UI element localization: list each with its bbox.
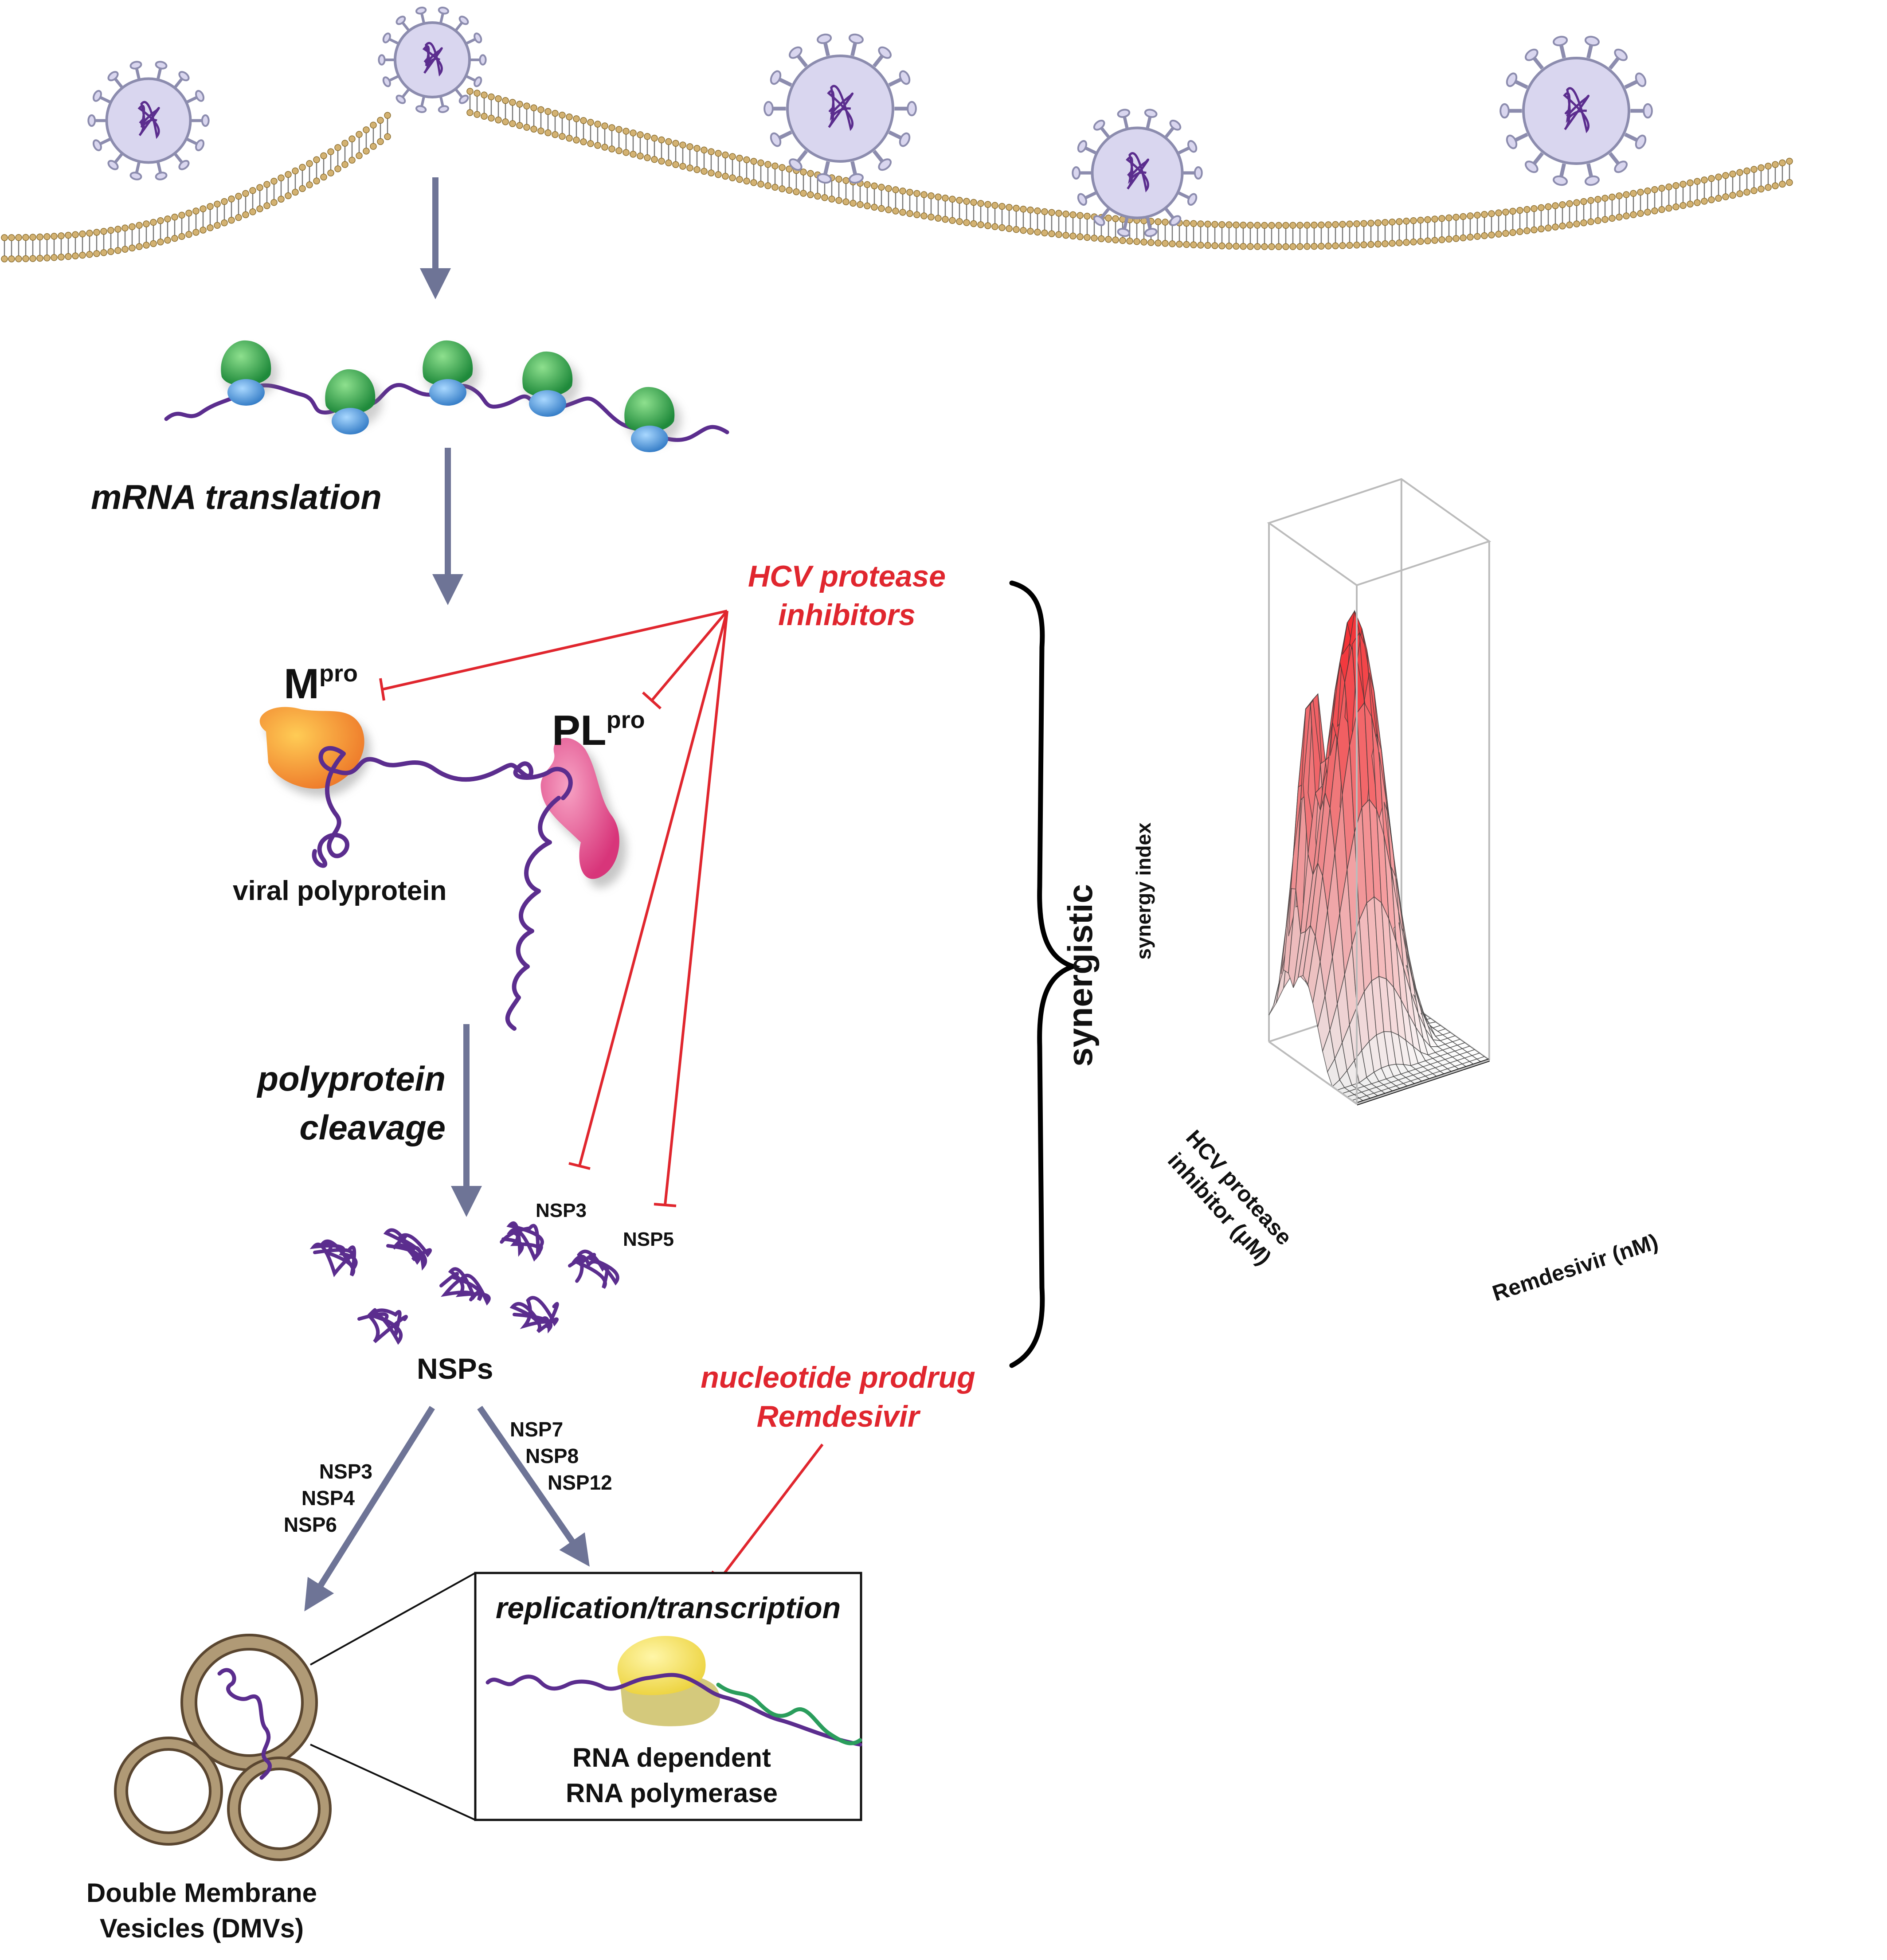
nsps-label: NSPs (417, 1352, 493, 1385)
inhibit-nsp3-line (578, 610, 728, 1166)
box-top (1267, 478, 1492, 587)
nsp-protein (357, 1308, 408, 1345)
chart-box-front (1267, 478, 1492, 1105)
box-edge (1356, 1059, 1490, 1105)
replication-label: replication/transcription (496, 1591, 841, 1625)
nsp-protein (439, 1267, 491, 1306)
nsp-protein (383, 1228, 432, 1271)
inhibit-nsp3-bar (568, 1162, 591, 1170)
left-branch-nsp3: NSP3 (319, 1460, 372, 1483)
cell-membrane (1, 88, 1793, 262)
left-branch-nsp6: NSP6 (284, 1513, 337, 1536)
inhibit-nsp5-bar (654, 1203, 677, 1207)
membrane-segment (466, 88, 1793, 250)
vesicle-icon (227, 1757, 332, 1861)
right-branch-nsp12: NSP12 (548, 1471, 612, 1494)
inhibit-plpro-bar (642, 691, 662, 710)
plpro-label: PLpro (552, 707, 645, 754)
nsp-protein (309, 1239, 358, 1277)
nsp-cluster (309, 1221, 619, 1345)
polyprotein-cleavage-label-1: polyprotein (256, 1059, 446, 1098)
vesicle-icon (180, 1634, 318, 1771)
new-rna-strand (716, 1682, 862, 1745)
zoom-line-top (310, 1572, 476, 1666)
virus-particles (87, 6, 1653, 237)
remdesivir-inhibition (711, 1444, 824, 1586)
synergy-surface-chart: synergy index HCV protease inhibitor (μM… (1132, 478, 1661, 1306)
ribosome-icon (423, 340, 480, 406)
dmv-arrow (304, 1406, 435, 1612)
zoom-line-bottom (310, 1744, 476, 1821)
left-branch-nsp4: NSP4 (301, 1487, 355, 1510)
virus-icon (1072, 109, 1203, 237)
inhibit-mpro-bar (379, 678, 385, 701)
template-rna (485, 1673, 862, 1747)
virus-icon (378, 6, 487, 113)
mpro-protease-icon (259, 707, 371, 797)
dmv-label-2: Vesicles (DMVs) (100, 1913, 304, 1943)
rdrp-label-2: RNA polymerase (566, 1778, 778, 1808)
ribosome-icon (221, 340, 278, 406)
double-membrane-vesicles (114, 1634, 332, 1861)
replication-box: replication/transcription RNA dependent … (474, 1572, 862, 1821)
polyprotein-cleavage-label-2: cleavage (299, 1108, 446, 1147)
rdrp-label-1: RNA dependent (572, 1743, 771, 1772)
inhibit-plpro-line (650, 610, 728, 701)
hcv-inhibitors-label-1: HCV protease (748, 559, 946, 593)
synergy-brace (1009, 580, 1081, 1368)
zaxis-label: synergy index (1132, 822, 1155, 960)
nsp-protein (509, 1296, 559, 1334)
inhibit-nsp5-line (664, 610, 728, 1205)
nsp5-label: NSP5 (623, 1228, 674, 1250)
vesicle-icon (114, 1737, 223, 1846)
polyprotein-chain (312, 746, 573, 1031)
nsp-protein (500, 1221, 544, 1262)
synergy-surface (1268, 610, 1490, 1106)
viral-polyprotein-group: Mpro PLpro viral polyprotein (233, 660, 645, 1031)
virus-icon (87, 61, 210, 180)
virus-icon (763, 33, 917, 184)
dmv-label-1: Double Membrane (86, 1878, 317, 1908)
virus-icon (1499, 35, 1653, 186)
plpro-protease-icon (540, 738, 626, 888)
nsp-protein (568, 1249, 619, 1289)
viral-polyprotein-label: viral polyprotein (233, 876, 446, 906)
mpro-label: Mpro (284, 660, 358, 708)
synergistic-label: synergistic (1061, 884, 1100, 1067)
inhibit-rdrp-line (719, 1444, 824, 1579)
mrna-translation-label: mRNA translation (91, 477, 382, 516)
remdesivir-label-2: Remdesivir (757, 1400, 921, 1433)
right-branch-nsp7: NSP7 (510, 1418, 563, 1441)
ribosome-icon (325, 369, 382, 434)
dmv-rna (217, 1668, 272, 1780)
zoom-lines (310, 1572, 476, 1821)
pathway-arrows (304, 177, 590, 1612)
remdesivir-label-1: nucleotide prodrug (701, 1361, 975, 1394)
box-edge (1268, 1041, 1358, 1105)
ribosome-icon (624, 387, 681, 452)
remdesivir-axis-label: Remdesivir (nM) (1489, 1229, 1661, 1306)
membrane-segment (1, 112, 395, 262)
hcv-inhibition-lines (379, 610, 728, 1207)
rdrp-arrow (477, 1406, 590, 1567)
nsp3-label: NSP3 (536, 1200, 587, 1221)
hcv-inhibitors-label-2: inhibitors (778, 598, 916, 632)
mrna-with-ribosomes (164, 340, 729, 452)
ribosome-icon (522, 351, 579, 417)
inhibit-mpro-line (382, 610, 728, 691)
right-branch-nsp8: NSP8 (525, 1444, 579, 1467)
